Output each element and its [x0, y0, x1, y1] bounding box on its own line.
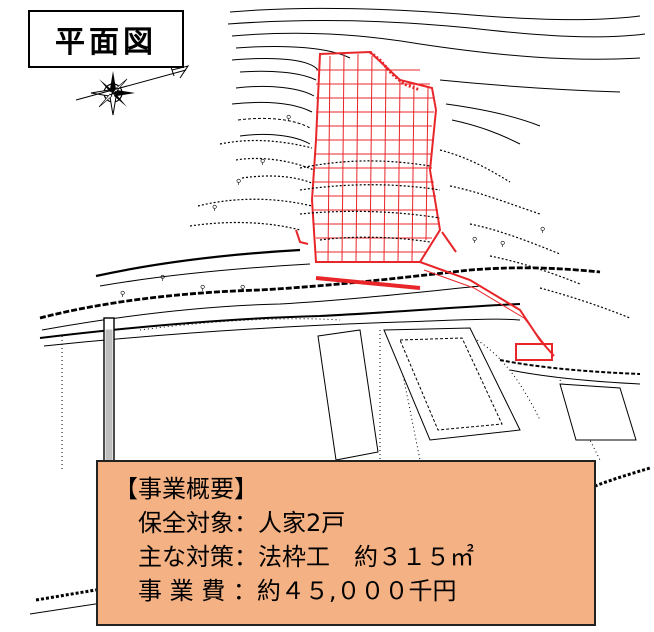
svg-text:⚲: ⚲	[212, 204, 217, 212]
svg-text:⚲: ⚲	[120, 290, 125, 298]
summary-value: 法枠工 約３１５㎡	[258, 543, 474, 571]
map-title: 平面図	[28, 10, 184, 68]
svg-text:⚲: ⚲	[472, 236, 477, 244]
svg-text:⚲: ⚲	[286, 114, 291, 122]
compass-rose-icon	[90, 71, 135, 116]
svg-text:⚲: ⚲	[240, 284, 245, 292]
summary-row-main-measure: 主な対策：法枠工 約３１５㎡	[114, 540, 580, 574]
svg-text:⚲: ⚲	[236, 178, 241, 186]
summary-row-project-cost: 事 業 費 ：約４５,０００千円	[114, 574, 580, 608]
project-summary-panel: 【事業概要】 保全対象：人家2戸 主な対策：法枠工 約３１５㎡ 事 業 費 ：約…	[96, 460, 596, 626]
svg-text:⚲: ⚲	[500, 240, 505, 248]
svg-text:⚲: ⚲	[200, 284, 205, 292]
svg-text:⚲: ⚲	[260, 158, 265, 166]
summary-label: 主な対策：	[138, 543, 258, 571]
summary-heading: 【事業概要】	[114, 475, 258, 503]
summary-value: 約４５,０００千円	[256, 577, 457, 605]
summary-row-protected-target: 保全対象：人家2戸	[114, 506, 580, 540]
slope-hachures	[189, 139, 631, 319]
svg-text:⚲: ⚲	[160, 274, 165, 282]
summary-value: 人家2戸	[258, 509, 346, 537]
tree-symbols: ⚲ ⚲ ⚲ ⚲ ⚲ ⚲ ⚲ ⚲ ⚲ ⚲ ⚲	[120, 114, 545, 298]
svg-text:⚲: ⚲	[540, 226, 545, 234]
buildings	[103, 317, 637, 469]
slope-frame-works	[295, 50, 555, 361]
north-arrow-icon	[75, 63, 190, 101]
contour-lines	[227, 7, 646, 145]
survey-lines	[299, 160, 441, 243]
summary-label: 事 業 費 ：	[138, 577, 257, 605]
summary-label: 保全対象：	[138, 509, 258, 537]
